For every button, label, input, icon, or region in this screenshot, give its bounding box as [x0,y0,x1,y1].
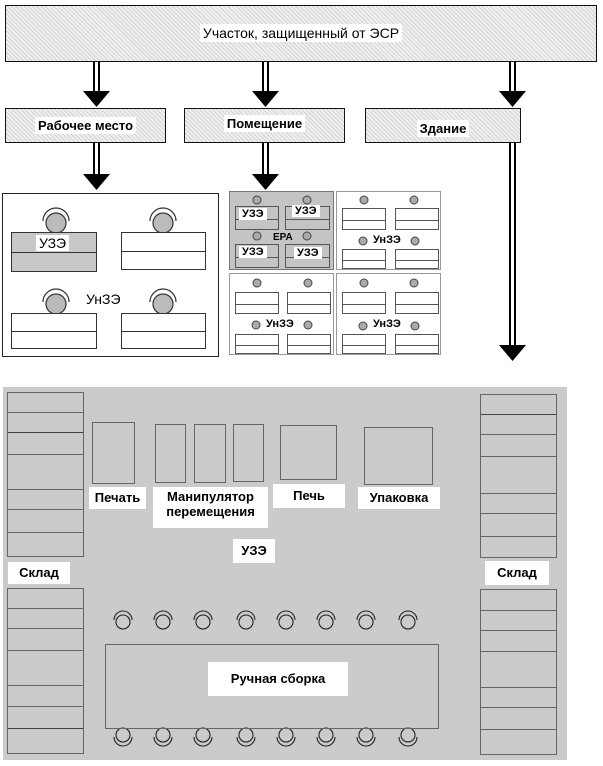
arrow-to-room-icon [252,62,279,107]
print-machine [92,422,135,484]
unprotected-label: УнЗЭ [373,318,401,330]
oven-label: Печь [273,484,345,508]
manipulator-unit [155,424,186,483]
building-floor-plan: Склад Склад Печать Манипулятор перемещен… [3,387,567,760]
right-storage-rack [480,394,557,558]
workplace-diagram: УЗЭ УнЗЭ [2,193,219,357]
arrow-to-workplace-icon [83,62,110,107]
root-label: Участок, защищенный от ЭСР [199,24,403,42]
chair-icon [276,610,296,630]
unprotected-cell: УнЗЭ [336,273,441,355]
epa-desk-label: УЗЭ [294,247,322,259]
chair-icon [193,610,213,630]
print-label: Печать [89,487,146,509]
manual-assembly-table: Ручная сборка [105,644,439,729]
left-storage-label: Склад [8,562,70,584]
arrow-workplace-detail-icon [83,143,110,190]
chair-icon [153,727,173,747]
chair-icon [276,727,296,747]
chair-icon [149,207,177,234]
room-label: Помещение [223,115,306,132]
desk [121,313,206,349]
building-box: Здание [365,108,521,143]
arrow-room-detail-icon [252,143,279,190]
chair-icon [236,610,256,630]
protected-desk-label: УЗЭ [36,235,70,251]
right-storage-label: Склад [485,561,549,585]
manipulator-label-line2: перемещения [166,504,255,519]
epa-desk-label: УЗЭ [239,246,267,258]
chair-icon [42,288,70,315]
chair-icon [356,727,376,747]
protected-desk: УЗЭ [11,232,97,272]
chair-icon [316,610,336,630]
arrow-to-building-icon [499,62,526,107]
epa-desk-label: УЗЭ [239,208,267,220]
workplace-box: Рабочее место [5,108,166,143]
unprotected-cell: УнЗЭ [336,191,441,270]
left-storage-rack [7,588,84,754]
desk [121,232,206,270]
epa-label: ЕРА [273,232,293,243]
chair-icon [398,727,418,747]
unprotected-cell: УнЗЭ [229,273,334,355]
unprotected-label: УнЗЭ [373,234,401,246]
left-storage-rack [7,392,84,557]
manipulator-label: Манипулятор перемещения [153,487,268,528]
oven [280,425,337,480]
right-storage-rack [480,589,557,755]
chair-icon [113,610,133,630]
manipulator-label-line1: Манипулятор [167,489,254,504]
chair-icon [316,727,336,747]
arrow-building-detail-icon [499,143,526,361]
chair-icon [113,727,133,747]
building-label: Здание [416,120,470,137]
chair-icon [153,610,173,630]
epa-desk-label: УЗЭ [292,205,320,217]
epa-cell: УЗЭ УЗЭ ЕРА УЗЭ УЗЭ [229,191,334,270]
hierarchy-arrows [83,62,526,361]
chair-icon [149,288,177,315]
manipulator-unit [194,424,226,483]
chair-icon [236,727,256,747]
root-box: Участок, защищенный от ЭСР [5,5,597,62]
packing-machine [364,427,433,485]
chair-icon [42,207,70,234]
workplace-label: Рабочее место [34,117,137,134]
chair-icon [356,610,376,630]
packing-label: Упаковка [358,487,440,509]
chair-icon [193,727,213,747]
unprotected-label: УнЗЭ [266,318,294,330]
chair-icon [398,610,418,630]
protected-zone-label: УЗЭ [233,539,275,563]
unprotected-area-label: УнЗЭ [86,291,121,307]
manual-assembly-label: Ручная сборка [208,662,348,696]
manipulator-unit [233,424,264,482]
room-box: Помещение [184,108,345,143]
room-diagram: УЗЭ УЗЭ ЕРА УЗЭ УЗЭ УнЗЭ УнЗЭ УнЗЭ [229,191,441,355]
desk [11,313,97,349]
